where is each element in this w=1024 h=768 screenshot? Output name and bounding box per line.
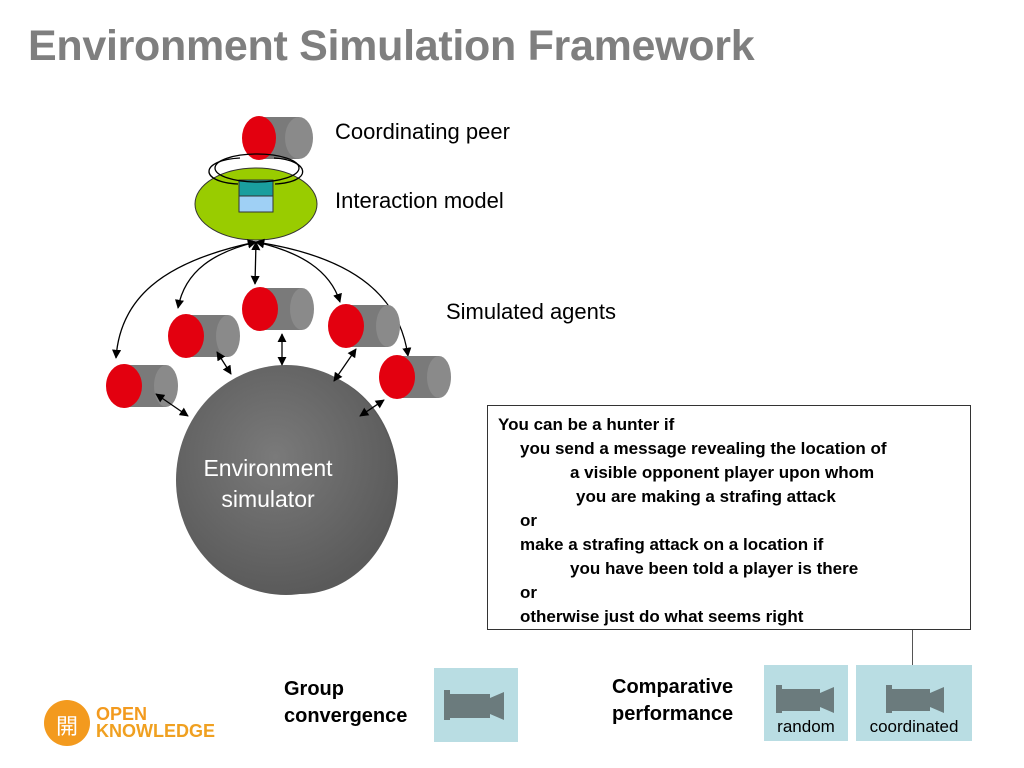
rule-line: or — [520, 583, 537, 602]
rule-line: otherwise just do what seems right — [520, 607, 804, 626]
agent-5 — [379, 355, 451, 399]
environment-simulator-label-line1: Environment — [203, 455, 333, 481]
rule-line: make a strafing attack on a location if — [520, 535, 824, 554]
random-label: random — [777, 717, 835, 736]
group-convergence-video[interactable] — [434, 668, 518, 742]
comparative-performance-caption: Comparative performance — [612, 674, 733, 728]
rule-line: a visible opponent player upon whom — [570, 463, 875, 482]
rule-line: you are making a strafing attack — [576, 487, 836, 506]
random-video[interactable]: random — [764, 665, 848, 741]
logo-glyph: 開 — [55, 715, 78, 740]
comparative-performance-line1: Comparative — [612, 676, 734, 698]
simulated-agents-label: Simulated agents — [446, 299, 616, 324]
video-camera-icon — [776, 685, 834, 713]
coordinating-peer — [242, 116, 313, 160]
rule-line: You can be a hunter if — [498, 415, 675, 434]
open-knowledge-logo: 開 OPEN KNOWLEDGE — [44, 700, 244, 748]
interaction-model-label: Interaction model — [335, 188, 504, 213]
model-agent-arrows — [112, 238, 412, 359]
environment-simulator-label-line2: simulator — [221, 486, 315, 512]
video-camera-icon — [444, 690, 504, 720]
interaction-model — [194, 153, 318, 241]
simulated-agents — [106, 287, 451, 408]
logo-text-open: OPEN — [96, 704, 148, 724]
agent-4 — [328, 304, 400, 348]
slide-title: Environment Simulation Framework — [28, 22, 755, 70]
rule-line: you have been told a player is there — [570, 559, 859, 578]
comparative-performance-line2: performance — [612, 703, 734, 725]
agent-2 — [168, 314, 240, 358]
hunter-rule-box: You can be a hunter if you send a messag… — [487, 405, 971, 630]
group-convergence-line2: convergence — [284, 705, 408, 727]
logo-badge: 開 — [44, 700, 90, 746]
coordinated-video[interactable]: coordinated — [856, 665, 972, 741]
agent-3 — [242, 287, 314, 331]
logo-text-knowledge: KNOWLEDGE — [96, 721, 215, 741]
rule-line: or — [520, 511, 537, 530]
coordinating-peer-label: Coordinating peer — [335, 119, 510, 144]
rule-line: you send a message revealing the locatio… — [520, 439, 887, 458]
coordinated-label: coordinated — [869, 717, 959, 736]
group-convergence-caption: Group convergence — [284, 676, 407, 730]
agent-simulator-arrows — [155, 333, 385, 417]
environment-simulator — [176, 365, 398, 595]
connector-line — [912, 630, 913, 666]
video-camera-icon — [886, 685, 944, 713]
group-convergence-line1: Group — [284, 678, 344, 700]
